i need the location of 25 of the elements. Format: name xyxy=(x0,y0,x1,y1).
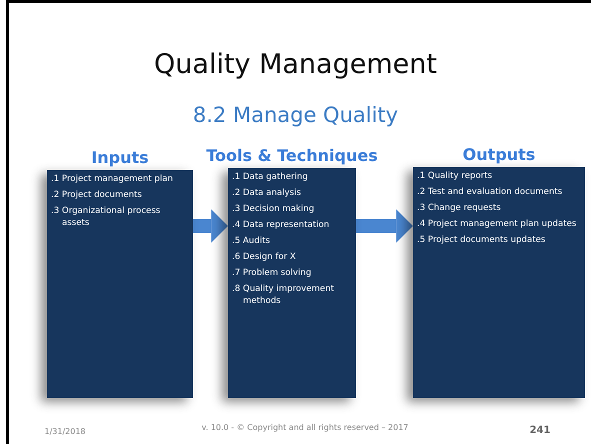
list-item: .5 Audits xyxy=(232,235,271,247)
list-item: .4 Data representation xyxy=(232,219,330,231)
panel-heading: Outputs xyxy=(462,145,536,165)
list-item: .4 Project management plan updates xyxy=(417,218,578,230)
list-item: .2 Project documents xyxy=(51,189,143,201)
slide-subtitle: 8.2 Manage Quality xyxy=(192,102,400,128)
footer-copyright: v. 10.0 - © Copyright and all rights reserved – 2017 xyxy=(200,423,410,433)
list-item: .2 Test and evaluation documents xyxy=(417,186,564,198)
list-item: .3 Organizational process assets xyxy=(51,205,162,229)
list-item: .5 Project documents updates xyxy=(417,234,546,246)
block-arrow xyxy=(193,209,228,243)
block-arrow xyxy=(356,209,413,243)
list-item: .1 Quality reports xyxy=(417,170,494,182)
list-item: .7 Problem solving xyxy=(232,267,312,279)
slide-title: Quality Management xyxy=(153,48,438,82)
page-number: 241 xyxy=(528,426,552,436)
list-item: .2 Data analysis xyxy=(232,187,302,199)
list-item: .6 Design for X xyxy=(232,251,297,263)
panel-heading: Tools & Techniques xyxy=(205,146,379,166)
list-item: .1 Data gathering xyxy=(232,171,309,183)
list-item: .1 Project management plan xyxy=(51,173,174,185)
list-item: .3 Decision making xyxy=(232,203,316,215)
footer-date: 1/31/2018 xyxy=(43,427,87,437)
list-item: .3 Change requests xyxy=(417,202,502,214)
list-item: .8 Quality improvement methods xyxy=(232,283,336,307)
